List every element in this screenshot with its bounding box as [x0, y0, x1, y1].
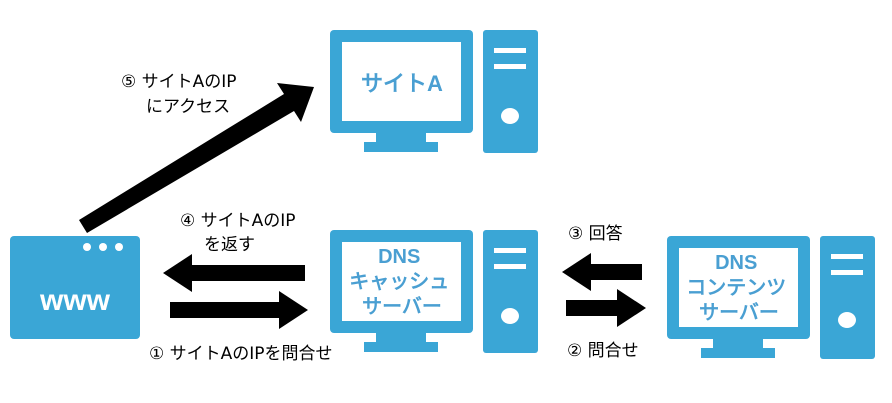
dns-cache-monitor-icon: [330, 230, 473, 352]
step1-label-line: ① サイトAのIPを問合せ: [149, 344, 333, 364]
site-a-computer: サイトA: [330, 30, 538, 153]
site-a-tower-icon: [483, 30, 538, 153]
arrow-step4-return-ip: [163, 254, 305, 292]
dns-content-monitor-icon: [667, 236, 810, 358]
dns-content-tower-icon: [820, 236, 875, 359]
arrow-step3-answer: [562, 253, 642, 291]
site-a-monitor-icon: [330, 30, 473, 152]
dns-cache-server: DNS キャッシュ サーバー: [330, 230, 538, 353]
step5-label-line: にアクセス: [146, 97, 230, 117]
step4-label: ④ サイトAのIP を返す: [180, 211, 301, 255]
dns-cache-label-line: キャッシュ: [349, 271, 449, 293]
browser-label: www: [39, 284, 111, 317]
dns-cache-label: DNS キャッシュ サーバー: [349, 246, 455, 318]
arrow-step2-query: [566, 289, 646, 327]
dns-content-label: DNS コンテンツ サーバー: [686, 252, 792, 324]
browser-window-icon: [10, 236, 140, 339]
browser-window: www: [10, 236, 140, 339]
browser-dot-icon: [99, 243, 107, 251]
step2-label: ② 問合せ: [567, 341, 639, 361]
dns-content-label-line: DNS: [715, 252, 757, 274]
dns-cache-label-line: サーバー: [362, 295, 442, 318]
site-a-label-line: サイトA: [361, 71, 443, 96]
arrow-step1-query: [170, 291, 308, 329]
arrow-step5-access-site: [79, 83, 314, 233]
step4-label-line: を返す: [204, 235, 255, 255]
step5-label: ⑤ サイトAのIP にアクセス: [121, 72, 242, 117]
dns-content-label-line: コンテンツ: [686, 277, 786, 299]
dns-content-server: DNS コンテンツ サーバー: [667, 236, 875, 359]
step4-label-line: ④ サイトAのIP: [180, 211, 296, 231]
dns-cache-label-line: DNS: [378, 246, 420, 268]
browser-dot-icon: [83, 243, 91, 251]
dns-content-label-line: サーバー: [699, 301, 779, 324]
site-a-label: サイトA: [361, 71, 443, 96]
step3-label: ③ 回答: [568, 224, 623, 244]
step2-label-line: ② 問合せ: [567, 341, 639, 361]
step3-label-line: ③ 回答: [568, 224, 623, 244]
browser-dot-icon: [115, 243, 123, 251]
dns-cache-tower-icon: [483, 230, 538, 353]
step1-label: ① サイトAのIPを問合せ: [149, 344, 333, 364]
step5-label-line: ⑤ サイトAのIP: [121, 72, 237, 92]
